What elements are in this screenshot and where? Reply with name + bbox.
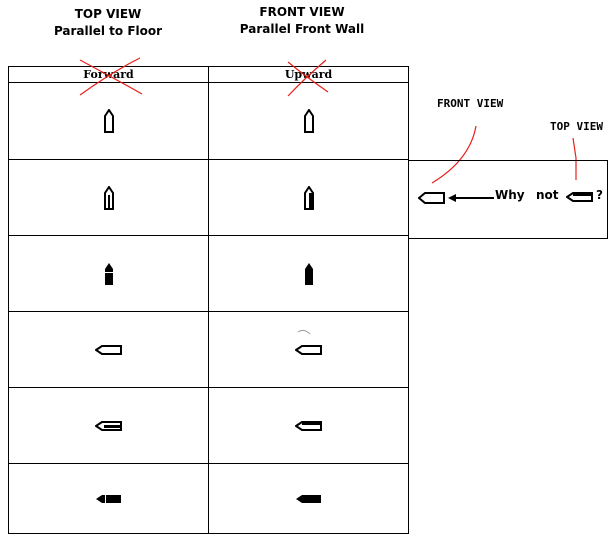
table-cell <box>8 387 209 464</box>
table-cell <box>208 82 409 160</box>
table-cell <box>208 463 409 534</box>
question-mark: ? <box>596 188 603 202</box>
pencil-up-thin-fill-icon <box>303 185 314 210</box>
pencil-left-outline-icon <box>294 344 322 355</box>
table-cell <box>208 159 409 236</box>
pencil-up-solid-icon <box>304 262 313 285</box>
pencil-up-outline-icon <box>103 109 114 133</box>
top-view-subtitle: Parallel to Floor <box>53 24 163 38</box>
callout-top-view-label: TOP VIEW <box>550 120 603 133</box>
callout-front-view-label: FRONT VIEW <box>437 97 504 110</box>
table-cell <box>208 235 409 312</box>
front-view-subtitle: Parallel Front Wall <box>239 22 365 36</box>
table-cell <box>208 387 409 464</box>
table-cell <box>8 82 209 160</box>
forward-column-header: Forward <box>8 66 209 83</box>
pencil-up-solid-icon <box>104 262 113 285</box>
top-view-title: TOP VIEW <box>74 7 142 21</box>
pencil-left-solid-icon <box>95 494 121 503</box>
pencil-left-outline-icon <box>418 192 445 204</box>
forward-header-label: Forward <box>83 68 134 81</box>
not-text: not <box>536 188 559 202</box>
table-cell <box>8 159 209 236</box>
pencil-up-outline-icon <box>303 109 314 133</box>
pencil-left-thin-fill-icon <box>566 192 593 202</box>
pencil-up-half-filled-icon <box>103 185 114 210</box>
arrow-left-icon <box>448 194 494 202</box>
suggestion-callout-box <box>408 160 608 239</box>
pencil-left-outline-icon <box>94 344 122 355</box>
table-cell <box>8 311 209 388</box>
front-view-title: FRONT VIEW <box>259 5 345 19</box>
why-text: Why <box>495 188 525 202</box>
orientation-table: Forward Upward <box>8 66 409 534</box>
table-cell <box>8 235 209 312</box>
pencil-left-solid-icon <box>295 494 321 503</box>
table-cell <box>208 311 409 388</box>
table-cell <box>8 463 209 534</box>
upward-header-label: Upward <box>284 68 333 81</box>
pencil-left-half-filled-icon <box>94 420 122 431</box>
pencil-left-thin-fill-icon <box>294 420 322 431</box>
front-view-heading: FRONT VIEW Parallel Front Wall <box>222 4 382 38</box>
top-view-heading: TOP VIEW Parallel to Floor <box>38 6 178 40</box>
upward-column-header: Upward <box>208 66 409 83</box>
